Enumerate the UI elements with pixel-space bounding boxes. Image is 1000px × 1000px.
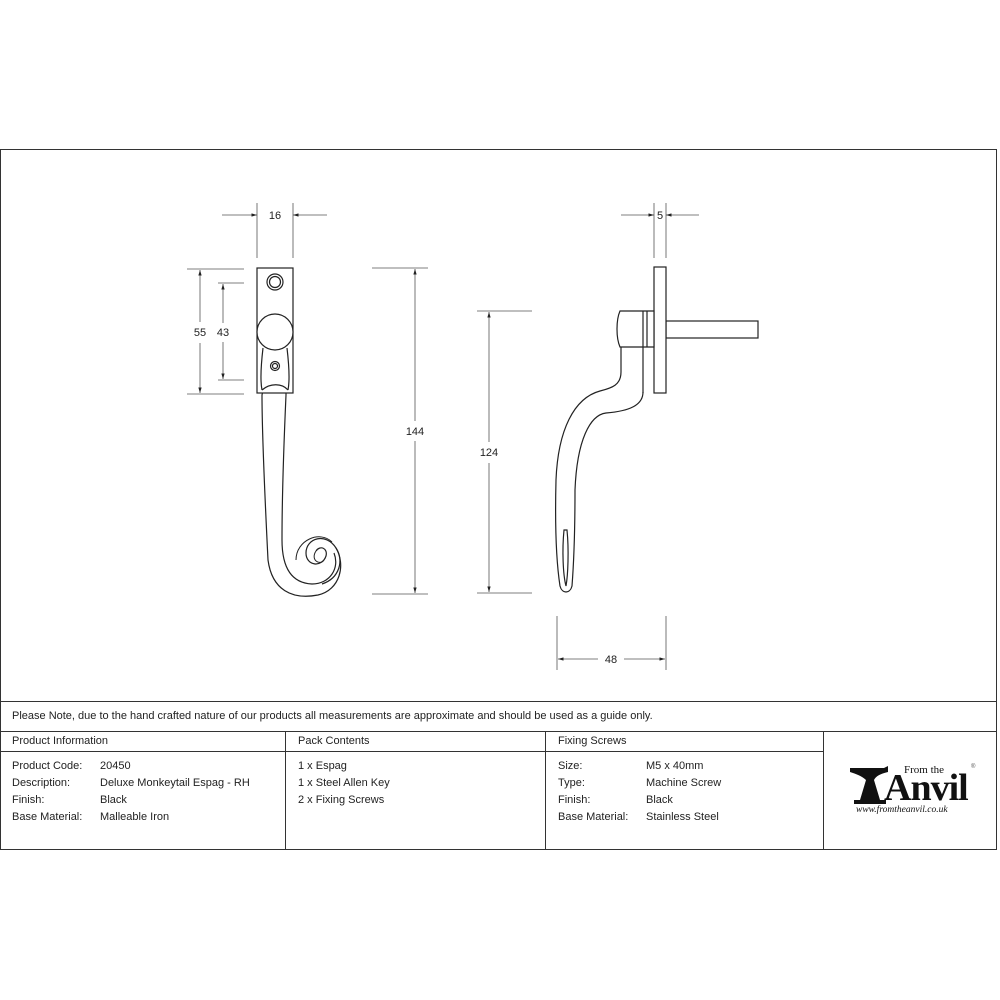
pack-item: 1 x Espag bbox=[298, 760, 347, 772]
product-information-panel: Product Information Product Code: 20450 … bbox=[0, 731, 286, 850]
screw-value: M5 x 40mm bbox=[646, 760, 704, 772]
screw-label: Base Material: bbox=[558, 811, 629, 823]
front-view-dimension-lines bbox=[187, 203, 532, 595]
anvil-icon bbox=[850, 766, 888, 804]
info-value: Deluxe Monkeytail Espag - RH bbox=[100, 777, 250, 789]
logo-website-url: www.fromtheanvil.co.uk bbox=[856, 805, 948, 815]
dimension-width-16: 16 bbox=[269, 210, 281, 222]
pack-item: 1 x Steel Allen Key bbox=[298, 777, 390, 789]
pack-contents-panel: Pack Contents 1 x Espag 1 x Steel Allen … bbox=[286, 731, 546, 850]
info-label: Product Code: bbox=[12, 760, 83, 772]
measurement-disclaimer-note: Please Note, due to the hand crafted nat… bbox=[0, 701, 997, 731]
dimension-plate-thickness-5: 5 bbox=[657, 210, 663, 222]
info-label: Finish: bbox=[12, 794, 45, 806]
screw-value: Machine Screw bbox=[646, 777, 722, 789]
info-row-base-material: Base Material: Malleable Iron bbox=[12, 809, 285, 826]
registered-mark: ® bbox=[971, 764, 976, 770]
info-value: Malleable Iron bbox=[100, 811, 170, 823]
screw-row-type: Type: Machine Screw bbox=[558, 775, 823, 792]
screw-label: Type: bbox=[558, 777, 585, 789]
front-view bbox=[256, 267, 342, 597]
dimension-handle-height-124: 124 bbox=[480, 447, 498, 459]
screw-row-finish: Finish: Black bbox=[558, 792, 823, 809]
fixing-screws-heading: Fixing Screws bbox=[546, 732, 823, 752]
info-value: 20450 bbox=[100, 760, 131, 772]
info-row-finish: Finish: Black bbox=[12, 792, 285, 809]
info-value: Black bbox=[100, 794, 127, 806]
info-label: Base Material: bbox=[12, 811, 83, 823]
pack-item: 2 x Fixing Screws bbox=[298, 794, 385, 806]
screw-value: Black bbox=[646, 794, 673, 806]
side-view bbox=[555, 266, 759, 593]
from-the-anvil-logo: From the Anvil ® www.fromtheanvil.co.uk bbox=[850, 762, 980, 822]
fixing-screws-panel: Fixing Screws Size: M5 x 40mm Type: Mach… bbox=[546, 731, 824, 850]
dimension-overall-height-144: 144 bbox=[406, 426, 424, 438]
screw-row-base-material: Base Material: Stainless Steel bbox=[558, 809, 823, 826]
product-information-heading: Product Information bbox=[0, 732, 285, 752]
logo-from-the-text: From the bbox=[904, 764, 945, 776]
logo-panel bbox=[824, 731, 997, 850]
side-view-dimension-lines bbox=[556, 203, 699, 670]
info-row-product-code: Product Code: 20450 bbox=[12, 758, 285, 775]
screw-value: Stainless Steel bbox=[646, 811, 719, 823]
screw-row-size: Size: M5 x 40mm bbox=[558, 758, 823, 775]
pack-contents-heading: Pack Contents bbox=[286, 732, 545, 752]
info-label: Description: bbox=[12, 777, 71, 789]
logo-anvil-text: Anvil bbox=[884, 767, 969, 809]
dimension-baseplate-height-55: 55 bbox=[194, 327, 206, 339]
screw-label: Finish: bbox=[558, 794, 591, 806]
drawing-sheet-frame bbox=[0, 149, 997, 850]
dimension-projection-48: 48 bbox=[605, 654, 617, 666]
info-row-description: Description: Deluxe Monkeytail Espag - R… bbox=[12, 775, 285, 792]
screw-label: Size: bbox=[558, 760, 583, 772]
dimension-hole-centres-43: 43 bbox=[217, 327, 229, 339]
